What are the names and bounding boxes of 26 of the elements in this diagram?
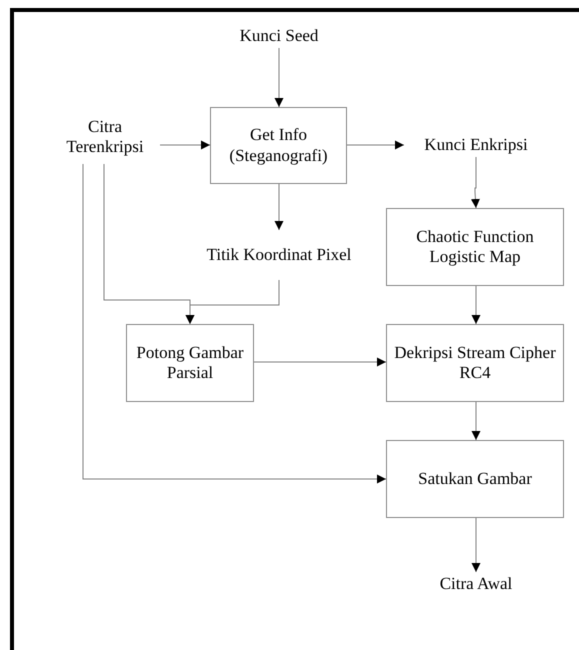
process-box [210,107,347,184]
data-label: Titik Koordinat Pixel [206,230,352,280]
arrow [254,358,386,366]
process-label: Potong Gambar Parsial [135,342,245,384]
data-label: Citra Awal [416,572,536,596]
data-label: Kunci Seed [214,24,344,48]
process-box [386,324,564,402]
arrow [160,140,210,150]
data-label: Kunci Enkripsi [404,133,548,157]
arrow [346,140,404,150]
arrow [472,286,480,324]
data-label: Citra Terenkripsi [50,110,160,164]
arrow [274,184,284,230]
arrow [470,156,480,208]
arrow [472,402,480,440]
process-box [126,324,254,402]
process-label: Chaotic Function Logistic Map [415,226,535,268]
process-label: Dekripsi Stream Cipher RC4 [393,342,557,384]
process-label: Get Info (Steganografi) [228,125,329,166]
arrow [274,48,284,108]
process-label: Satukan Gambar [418,468,532,490]
arrow [472,518,480,572]
process-box [386,440,564,518]
process-box [386,208,564,286]
arrow [186,280,280,324]
arrow [82,164,386,484]
